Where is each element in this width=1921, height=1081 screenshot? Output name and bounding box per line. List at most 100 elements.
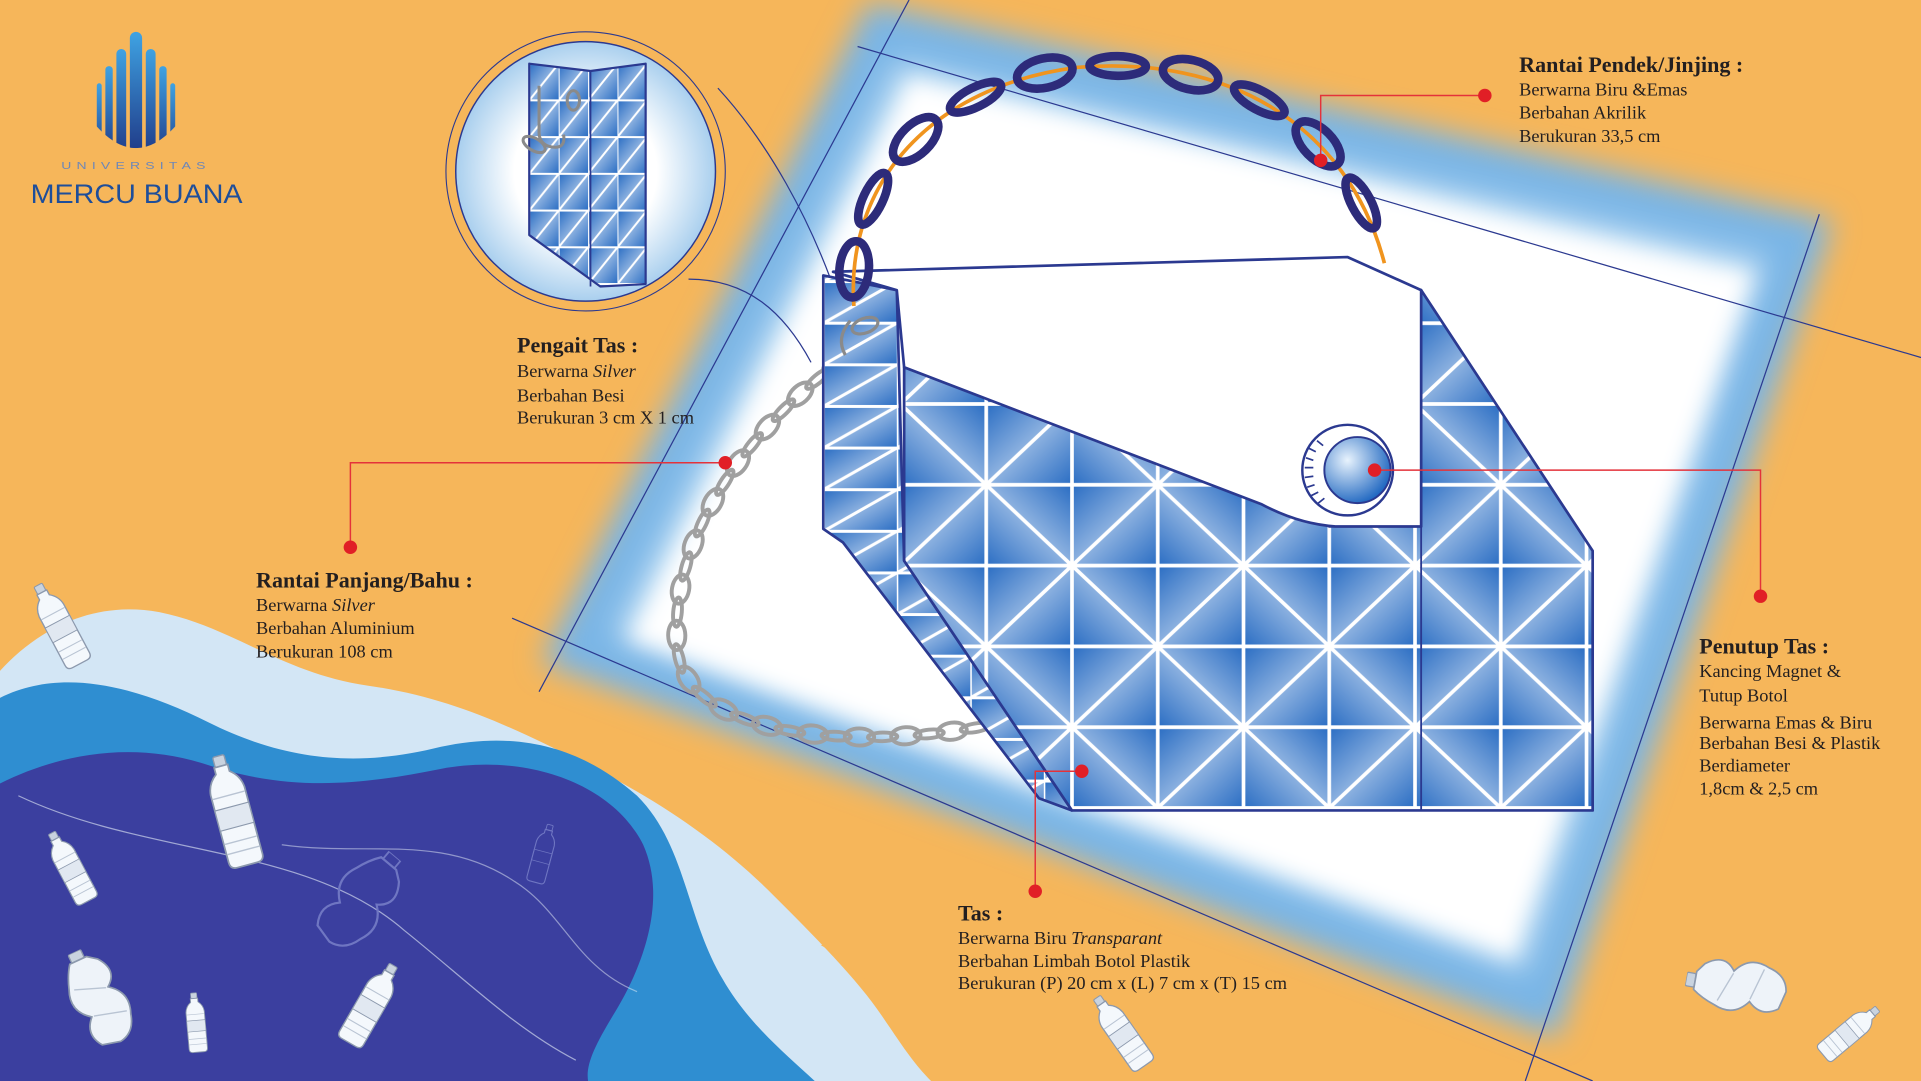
chain-link bbox=[773, 723, 807, 738]
bag-left-side-panel bbox=[821, 274, 1074, 812]
chain-link bbox=[714, 467, 736, 497]
short-chain-thread bbox=[851, 64, 1387, 307]
callout-line: Berwarna Silver bbox=[517, 361, 637, 381]
chain-link bbox=[888, 112, 943, 167]
marker-dot bbox=[718, 456, 733, 470]
chain-link bbox=[700, 486, 726, 518]
callout-rantai-pendek: Rantai Pendek/Jinjing : Berwarna Biru &E… bbox=[1519, 52, 1743, 146]
callout-line: Berwarna Biru &Emas bbox=[1519, 79, 1687, 99]
callout-title: Penutup Tas : bbox=[1699, 634, 1829, 659]
panel-frame-line bbox=[538, 0, 910, 692]
chain-link bbox=[1085, 51, 1151, 81]
chain-link bbox=[842, 726, 877, 748]
color-prefix: Berwarna bbox=[256, 595, 332, 615]
chain-link bbox=[935, 720, 969, 742]
callout-line: Berbahan Akrilik bbox=[1519, 103, 1647, 123]
magnifier-leader bbox=[717, 87, 832, 280]
callout-line: Berwarna Emas & Biru bbox=[1699, 712, 1872, 732]
magnifier-outer-ring bbox=[445, 31, 726, 312]
chain-link bbox=[785, 380, 815, 408]
hook-magnifier bbox=[445, 31, 832, 363]
chain-link bbox=[796, 723, 830, 745]
callout-leaders bbox=[343, 88, 1768, 898]
callout-pengait: Pengait Tas : Berwarna Silver Berbahan B… bbox=[517, 333, 694, 428]
sea-waves bbox=[0, 609, 1030, 1081]
callout-line: Berbahan Limbah Botol Plastik bbox=[958, 951, 1191, 971]
logo-name: MERCU BUANA bbox=[31, 179, 243, 209]
chain-link bbox=[750, 714, 784, 737]
fishing-line bbox=[18, 795, 577, 1061]
color-prefix: Berwarna bbox=[517, 361, 593, 381]
logo-university-label: UNIVERSITAS bbox=[61, 161, 210, 172]
callout-line: Berukuran 108 cm bbox=[256, 641, 393, 661]
color-value: Silver bbox=[332, 595, 376, 615]
chain-link bbox=[671, 642, 687, 675]
leader-line-rantai-panjang bbox=[349, 462, 726, 548]
callout-line: Berbahan Aluminium bbox=[256, 618, 415, 638]
chain-link bbox=[1158, 54, 1223, 95]
marker-dot bbox=[1753, 589, 1768, 603]
callout-line: Berbahan Besi bbox=[517, 386, 625, 406]
fishing-line bbox=[281, 844, 638, 993]
panel-frame-line bbox=[511, 617, 1593, 1081]
chain-link bbox=[681, 528, 705, 561]
bag-flap bbox=[831, 255, 1423, 528]
chain-link bbox=[912, 727, 946, 741]
callout-title: Rantai Panjang/Bahu : bbox=[256, 568, 473, 593]
wave-dark bbox=[0, 752, 654, 1081]
callout-line: Berukuran 3 cm X 1 cm bbox=[517, 408, 694, 428]
chain-link bbox=[692, 507, 712, 539]
magnet-button bbox=[1301, 423, 1395, 517]
chain-link bbox=[671, 595, 684, 629]
long-shoulder-chain bbox=[666, 351, 992, 748]
callout-tas: Tas : Berwarna Biru Transparant Berbahan… bbox=[958, 901, 1287, 995]
chain-link bbox=[669, 572, 692, 606]
bottle-cap-ridges bbox=[1304, 440, 1325, 504]
callout-line: Berukuran (P) 20 cm x (L) 7 cm x (T) 15 … bbox=[958, 973, 1287, 994]
leader-line-tas bbox=[1034, 770, 1082, 892]
chain-link bbox=[1229, 80, 1289, 121]
bag-hook-icon bbox=[839, 315, 880, 356]
chain-link bbox=[945, 77, 1006, 117]
chain-link bbox=[770, 397, 797, 424]
callout-title: Tas : bbox=[958, 901, 1003, 926]
callout-penutup: Penutup Tas : Kancing Magnet & Tutup Bot… bbox=[1699, 634, 1881, 799]
chain-link bbox=[675, 664, 702, 695]
leader-line-rantai-pendek bbox=[1319, 94, 1485, 161]
orange-tongue bbox=[820, 942, 1030, 1081]
panel-frame-line bbox=[1524, 214, 1820, 1081]
callout-title: Pengait Tas : bbox=[517, 333, 638, 358]
logo-flame-icon bbox=[96, 31, 176, 149]
chain-link bbox=[835, 236, 874, 302]
callout-line: Berwarna Silver bbox=[256, 595, 376, 615]
marker-dot bbox=[1028, 884, 1042, 898]
marker-dot bbox=[1478, 88, 1492, 103]
color-value: Silver bbox=[593, 361, 637, 381]
callout-line: Kancing Magnet & bbox=[1699, 661, 1841, 681]
callout-rantai-panjang: Rantai Panjang/Bahu : Berwarna Silver Be… bbox=[256, 568, 473, 662]
chain-link bbox=[740, 431, 765, 459]
chain-link bbox=[678, 550, 694, 583]
chain-link bbox=[1341, 173, 1382, 233]
chain-link bbox=[1012, 53, 1077, 93]
magnifier-leader bbox=[688, 278, 812, 363]
marker-dot bbox=[343, 540, 358, 554]
chain-link bbox=[753, 412, 782, 442]
chain-link bbox=[889, 725, 923, 747]
chain-link bbox=[819, 729, 853, 743]
short-handle-chain bbox=[835, 51, 1382, 302]
color-prefix: Berwarna Biru bbox=[958, 928, 1071, 948]
bag bbox=[821, 255, 1595, 812]
color-value: Transparant bbox=[1071, 928, 1163, 948]
chain-link bbox=[853, 168, 893, 229]
marker-dot bbox=[1075, 764, 1089, 779]
callout-title: Rantai Pendek/Jinjing : bbox=[1519, 52, 1743, 77]
chain-link bbox=[724, 448, 752, 478]
marker-dot bbox=[1367, 463, 1382, 477]
university-logo: UNIVERSITAS MERCU BUANA bbox=[31, 31, 243, 209]
chain-link bbox=[666, 618, 688, 653]
marker-dot bbox=[1313, 153, 1328, 168]
panel-frame-line bbox=[857, 45, 1921, 359]
magnifier-hook-icon bbox=[521, 85, 582, 155]
callout-line: Tutup Botol bbox=[1699, 685, 1788, 705]
